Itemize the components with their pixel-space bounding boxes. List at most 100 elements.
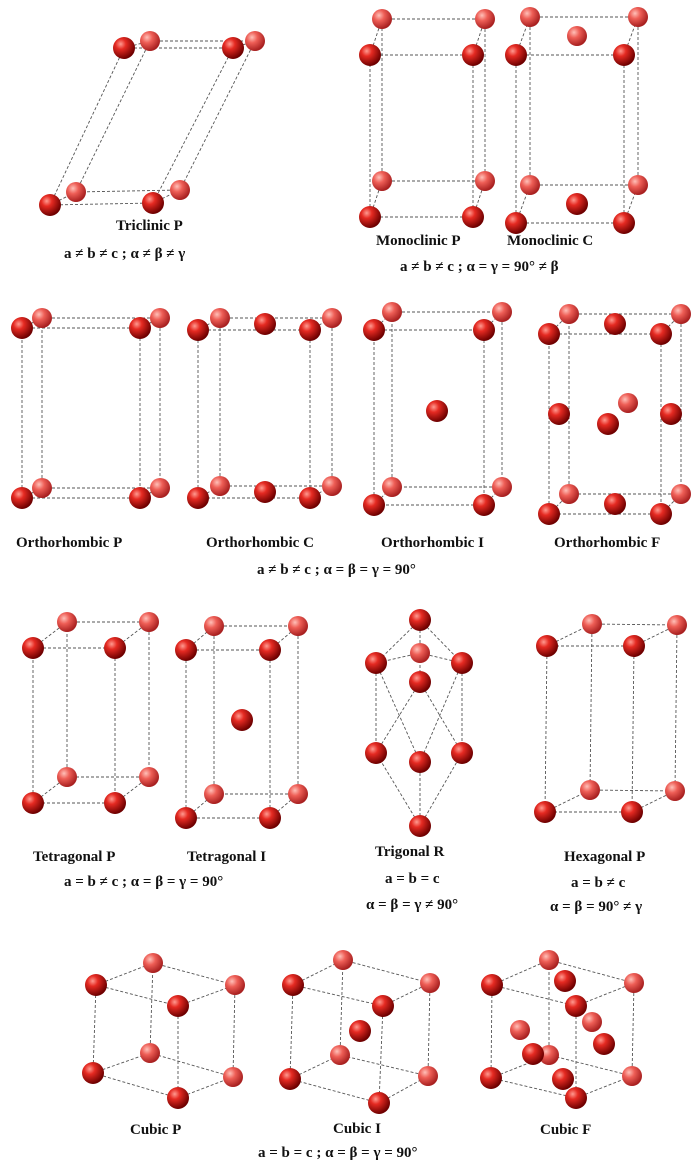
cubic-i-atom — [418, 1066, 438, 1086]
triclinic-p-edge — [179, 40, 256, 191]
orthorhombic-f-atom — [597, 413, 619, 435]
orthorhombic-p-edge — [21, 487, 43, 499]
hexagonal-p-atom — [665, 781, 685, 801]
orthorhombic-f-atom — [671, 484, 691, 504]
label-monoclinic-c: Monoclinic C — [507, 233, 594, 249]
tetragonal-i-atom — [259, 639, 281, 661]
orthorhombic-c-atom — [187, 319, 209, 341]
orthorhombic-c-atom — [322, 308, 342, 328]
cubic-f-atom — [624, 973, 644, 993]
orthorhombic-i-atom — [382, 477, 402, 497]
cubic-i-edge — [289, 984, 294, 1080]
monoclinic-c-atom — [628, 175, 648, 195]
tetragonal-i-atom — [204, 616, 224, 636]
orthorhombic-p-edge — [21, 317, 43, 329]
orthorhombic-p-atom — [11, 317, 33, 339]
condition-hexagonal-angles: α = β = 90° ≠ γ — [550, 899, 643, 915]
cubic-f-edge — [491, 984, 577, 1007]
condition-orthorhombic: a ≠ b ≠ c ; α = β = γ = 90° — [257, 562, 416, 578]
label-cubic-i: Cubic I — [333, 1121, 381, 1137]
orthorhombic-c-atom — [322, 476, 342, 496]
triclinic-p-atom — [142, 192, 164, 214]
label-tetragonal-p: Tetragonal P — [33, 849, 116, 865]
monoclinic-p-atom — [462, 44, 484, 66]
label-orthorhombic-p: Orthorhombic P — [16, 535, 123, 551]
condition-monoclinic: a ≠ b ≠ c ; α = γ = 90° ≠ β — [400, 259, 559, 275]
tetragonal-p-atom — [104, 792, 126, 814]
hexagonal-p-atom — [582, 614, 602, 634]
monoclinic-c-atom — [566, 193, 588, 215]
orthorhombic-f-atom — [671, 304, 691, 324]
orthorhombic-i-atom — [363, 319, 385, 341]
hexagonal-p-atom — [534, 801, 556, 823]
orthorhombic-p-atom — [129, 487, 151, 509]
cubic-f-atom — [565, 995, 587, 1017]
cubic-i-atom — [349, 1020, 371, 1042]
trigonal-r-atom — [451, 652, 473, 674]
trigonal-r-edge — [419, 662, 463, 763]
monoclinic-c-atom — [613, 212, 635, 234]
orthorhombic-i-atom — [363, 494, 385, 516]
trigonal-r-atom — [409, 671, 431, 693]
cubic-f-atom — [593, 1033, 615, 1055]
cubic-p-atom — [82, 1062, 104, 1084]
orthorhombic-c-atom — [210, 476, 230, 496]
cubic-f-edge — [548, 1054, 633, 1077]
orthorhombic-p-atom — [150, 308, 170, 328]
orthorhombic-p-atom — [129, 317, 151, 339]
cubic-f-atom — [552, 1068, 574, 1090]
monoclinic-p-atom — [359, 206, 381, 228]
cubic-f-atom — [539, 1045, 559, 1065]
cubic-i-edge — [289, 1078, 380, 1104]
cell-atoms — [11, 7, 691, 1114]
orthorhombic-i-atom — [492, 477, 512, 497]
tetragonal-p-atom — [139, 612, 159, 632]
triclinic-p-atom — [222, 37, 244, 59]
cubic-p-atom — [167, 995, 189, 1017]
hexagonal-p-edge — [589, 623, 593, 791]
label-trigonal-r: Trigonal R — [375, 844, 445, 860]
cubic-f-atom — [481, 974, 503, 996]
orthorhombic-c-atom — [299, 319, 321, 341]
cubic-i-atom — [420, 973, 440, 993]
triclinic-p-atom — [245, 31, 265, 51]
triclinic-p-atom — [170, 180, 190, 200]
hexagonal-p-edge — [544, 645, 548, 813]
triclinic-p-atom — [39, 194, 61, 216]
cubic-i-edge — [339, 1054, 429, 1077]
monoclinic-p-atom — [372, 171, 392, 191]
orthorhombic-f-atom — [538, 323, 560, 345]
orthorhombic-p-atom — [11, 487, 33, 509]
orthorhombic-p-edge — [139, 317, 161, 329]
cubic-i-atom — [279, 1068, 301, 1090]
tetragonal-i-atom — [204, 784, 224, 804]
condition-tetragonal: a = b ≠ c ; α = β = γ = 90° — [64, 874, 224, 890]
cubic-p-edge — [232, 984, 236, 1078]
condition-hexagonal-edges: a = b ≠ c — [571, 875, 626, 891]
orthorhombic-c-atom — [187, 487, 209, 509]
triclinic-p-edge — [232, 40, 256, 49]
label-orthorhombic-c: Orthorhombic C — [206, 535, 314, 551]
condition-cubic: a = b = c ; α = β = γ = 90° — [258, 1145, 418, 1161]
monoclinic-c-atom — [520, 175, 540, 195]
trigonal-r-atom — [365, 652, 387, 674]
trigonal-r-edge — [375, 681, 421, 754]
hexagonal-p-edge — [674, 624, 678, 792]
cubic-f-edge — [490, 1077, 577, 1099]
cubic-f-edge — [631, 982, 635, 1077]
cubic-p-atom — [225, 975, 245, 995]
monoclinic-p-atom — [462, 206, 484, 228]
orthorhombic-f-atom — [538, 503, 560, 525]
cubic-p-edge — [152, 962, 236, 986]
monoclinic-c-atom — [628, 7, 648, 27]
condition-triclinic: a ≠ b ≠ c ; α ≠ β ≠ γ — [64, 246, 186, 262]
orthorhombic-i-atom — [473, 319, 495, 341]
monoclinic-p-atom — [359, 44, 381, 66]
hexagonal-p-edge — [631, 645, 635, 813]
monoclinic-p-atom — [475, 171, 495, 191]
cubic-p-atom — [223, 1067, 243, 1087]
orthorhombic-i-atom — [382, 302, 402, 322]
orthorhombic-f-atom — [650, 503, 672, 525]
cell-edges — [21, 16, 682, 1104]
orthorhombic-i-atom — [473, 494, 495, 516]
